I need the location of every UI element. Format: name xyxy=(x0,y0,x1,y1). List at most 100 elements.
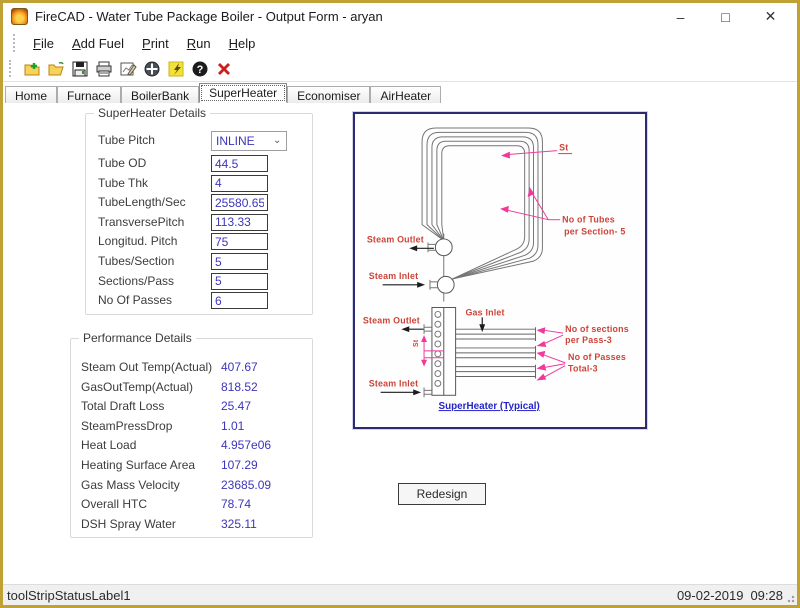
steam-inlet-arrow xyxy=(382,281,426,288)
steam-outlet-bottom-label: Steam Outlet xyxy=(363,315,420,325)
steam-inlet-bottom-arrow xyxy=(380,387,432,398)
tab-economiser[interactable]: Economiser xyxy=(287,86,371,103)
menu-item-print[interactable]: Print xyxy=(142,35,169,51)
sections-note-line2: per Pass-3 xyxy=(565,335,612,345)
app-flame-icon xyxy=(11,8,28,25)
perf-row-dsh-spray-water: DSH Spray Water 325.11 xyxy=(71,516,312,534)
tube-pitch-combobox[interactable]: INLINE ⌄ xyxy=(211,131,287,151)
perf-value: 1.01 xyxy=(221,418,245,433)
help-icon[interactable]: ? xyxy=(188,58,212,80)
status-label: toolStripStatusLabel1 xyxy=(7,587,131,603)
menu-item-run[interactable]: Run xyxy=(186,35,211,51)
menu-item-help[interactable]: Help xyxy=(228,35,256,51)
steam-headers xyxy=(427,238,455,294)
transversepitch-input[interactable] xyxy=(211,213,268,231)
st-leader-arrow xyxy=(500,150,558,159)
perf-label: SteamPressDrop xyxy=(81,418,173,433)
steam-outlet-arrow xyxy=(409,245,434,252)
field-label: Longitud. Pitch xyxy=(98,234,178,249)
tubes-note-leaders xyxy=(500,187,561,221)
tubelength-sec-input[interactable] xyxy=(211,194,268,212)
field-label: Tube OD xyxy=(98,156,147,170)
minimize-button[interactable]: – xyxy=(676,8,685,25)
status-date: 09-02-2019 xyxy=(676,587,744,603)
perf-label: DSH Spray Water xyxy=(81,516,176,531)
field-label: TubeLength/Sec xyxy=(98,195,186,210)
open-folder-icon[interactable] xyxy=(44,58,68,80)
superheater-details-groupbox: SuperHeater Details Tube Pitch INLINE ⌄ … xyxy=(85,106,313,315)
run-spark-icon[interactable] xyxy=(164,58,188,80)
window-title: FireCAD - Water Tube Package Boiler - Ou… xyxy=(35,9,383,24)
perf-value: 4.957e06 xyxy=(221,438,272,453)
perf-value: 325.11 xyxy=(221,516,257,531)
tubes-note-line1: No of Tubes xyxy=(562,215,615,225)
steam-outlet-top-label: Steam Outlet xyxy=(367,234,424,244)
field-label: Tube Thk xyxy=(98,175,149,190)
new-file-icon[interactable] xyxy=(20,58,44,80)
tab-superheater[interactable]: SuperHeater xyxy=(199,83,288,103)
chart-edit-icon[interactable] xyxy=(116,58,140,80)
perf-label: Heat Load xyxy=(81,438,137,453)
field-row-tube-thk: Tube Thk xyxy=(86,174,312,193)
steam-outlet-bottom-arrow xyxy=(401,324,432,335)
gas-inlet-label: Gas Inlet xyxy=(465,307,504,317)
menu-item-add-fuel[interactable]: Add Fuel xyxy=(71,35,125,51)
no-of-passes-input[interactable] xyxy=(211,292,268,310)
field-row-sections-pass: Sections/Pass xyxy=(86,272,312,291)
tab-boilerbank[interactable]: BoilerBank xyxy=(121,86,200,103)
tab-furnace[interactable]: Furnace xyxy=(57,86,122,103)
toolbar-grip-handle[interactable] xyxy=(9,59,14,78)
sections-pass-input[interactable] xyxy=(211,272,268,290)
exit-icon[interactable] xyxy=(212,58,236,80)
tab-airheater[interactable]: AirHeater xyxy=(370,86,442,103)
field-label: TransversePitch xyxy=(98,214,185,229)
perf-label: GasOutTemp(Actual) xyxy=(81,379,194,394)
tubes-section-input[interactable] xyxy=(211,253,268,270)
status-time: 09:28 xyxy=(750,587,783,603)
field-row-tube-od: Tube OD xyxy=(86,155,312,173)
perf-label: Heating Surface Area xyxy=(81,458,196,472)
tube-thk-input[interactable] xyxy=(211,174,268,192)
field-row-tubelength-sec: TubeLength/Sec xyxy=(86,194,312,212)
passes-note-line1: No of Passes xyxy=(568,352,626,362)
resize-grip[interactable] xyxy=(785,593,795,603)
tube-pitch-label: Tube Pitch xyxy=(98,133,155,147)
maximize-button[interactable]: □ xyxy=(721,8,730,25)
tab-home[interactable]: Home xyxy=(5,86,58,103)
st-small-label: St xyxy=(413,339,420,347)
menu-item-file[interactable]: File xyxy=(33,35,54,51)
sections-note-leaders xyxy=(536,327,564,347)
menu-grip-handle[interactable] xyxy=(13,33,18,53)
tube-od-input[interactable] xyxy=(211,155,268,172)
steam-inlet-bottom-label: Steam Inlet xyxy=(369,378,418,388)
perf-label: Overall HTC xyxy=(81,497,148,512)
st-dimension: St xyxy=(413,335,444,367)
perf-value: 818.52 xyxy=(221,379,258,394)
perf-label: Total Draft Loss xyxy=(81,399,165,414)
print-icon[interactable] xyxy=(92,58,116,80)
save-icon[interactable] xyxy=(68,58,92,80)
add-globe-icon[interactable] xyxy=(140,58,164,80)
tubes-note-line2: per Section- 5 xyxy=(564,226,625,236)
field-label: Tubes/Section xyxy=(98,254,175,268)
title-bar: FireCAD - Water Tube Package Boiler - Ou… xyxy=(3,3,797,30)
perf-row-heat-load: Heat Load 4.957e06 xyxy=(71,437,312,455)
passes-note-line2: Total-3 xyxy=(568,364,598,374)
perf-value: 407.67 xyxy=(221,360,258,374)
perf-label: Steam Out Temp(Actual) xyxy=(81,360,213,374)
longitud-pitch-input[interactable] xyxy=(211,233,268,251)
typical-superheater xyxy=(431,306,537,396)
diagram-caption-link[interactable]: SuperHeater (Typical) xyxy=(439,401,540,412)
coil-tubes xyxy=(421,127,543,302)
redesign-button[interactable]: Redesign xyxy=(398,483,486,505)
perf-row-steampressdrop: SteamPressDrop 1.01 xyxy=(71,418,312,436)
close-button[interactable]: ✕ xyxy=(764,8,777,24)
status-bar: toolStripStatusLabel1 09-02-2019 09:28 xyxy=(3,584,797,605)
field-row-no-of-passes: No Of Passes xyxy=(86,292,312,310)
